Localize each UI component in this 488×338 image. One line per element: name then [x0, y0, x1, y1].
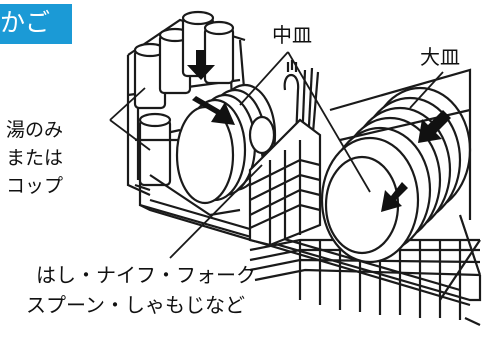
utensils-pointer: [169, 164, 263, 259]
label-large-plates: 大皿: [420, 45, 460, 69]
large-plates-pointer: [409, 71, 444, 109]
cup-rim: [138, 112, 172, 128]
cup: [203, 26, 235, 85]
cup: [138, 118, 172, 187]
large-plates: [320, 68, 472, 264]
large-plate: [320, 136, 420, 264]
medium-plates: [149, 83, 277, 217]
cups-pointer: [109, 119, 151, 151]
down-right-arrow-icon: [192, 96, 235, 125]
label-cups-line-2: または: [6, 147, 64, 169]
utensil-basket: [248, 60, 322, 247]
header-tab-label: かご: [0, 8, 51, 37]
fork: [283, 73, 300, 141]
arrows: [187, 50, 451, 212]
spoon: [248, 115, 276, 155]
label-cups-line-3: コップ: [6, 175, 64, 197]
header-tab: [0, 4, 72, 44]
pointer-lines: [109, 51, 444, 259]
label-medium-plates: 中皿: [272, 23, 312, 47]
down-left-arrow-icon: [381, 182, 408, 212]
rack-base: [134, 180, 482, 326]
down-left-arrow-icon: [418, 110, 451, 143]
label-cups-line-1: 湯のみ: [6, 119, 64, 141]
cup-rim: [203, 20, 235, 36]
cup-rack: [126, 10, 247, 197]
medium-plates-pointer: [287, 51, 371, 193]
down-arrow-icon: [187, 50, 215, 80]
cups-pointer: [109, 87, 146, 121]
cup-rim: [181, 10, 215, 26]
label-utensils-line-2: スプーン・しゃもじなど: [26, 293, 245, 317]
medium-plates-pointer: [239, 51, 289, 106]
label-utensils-line-1: はし・ナイフ・フォーク: [36, 263, 256, 287]
